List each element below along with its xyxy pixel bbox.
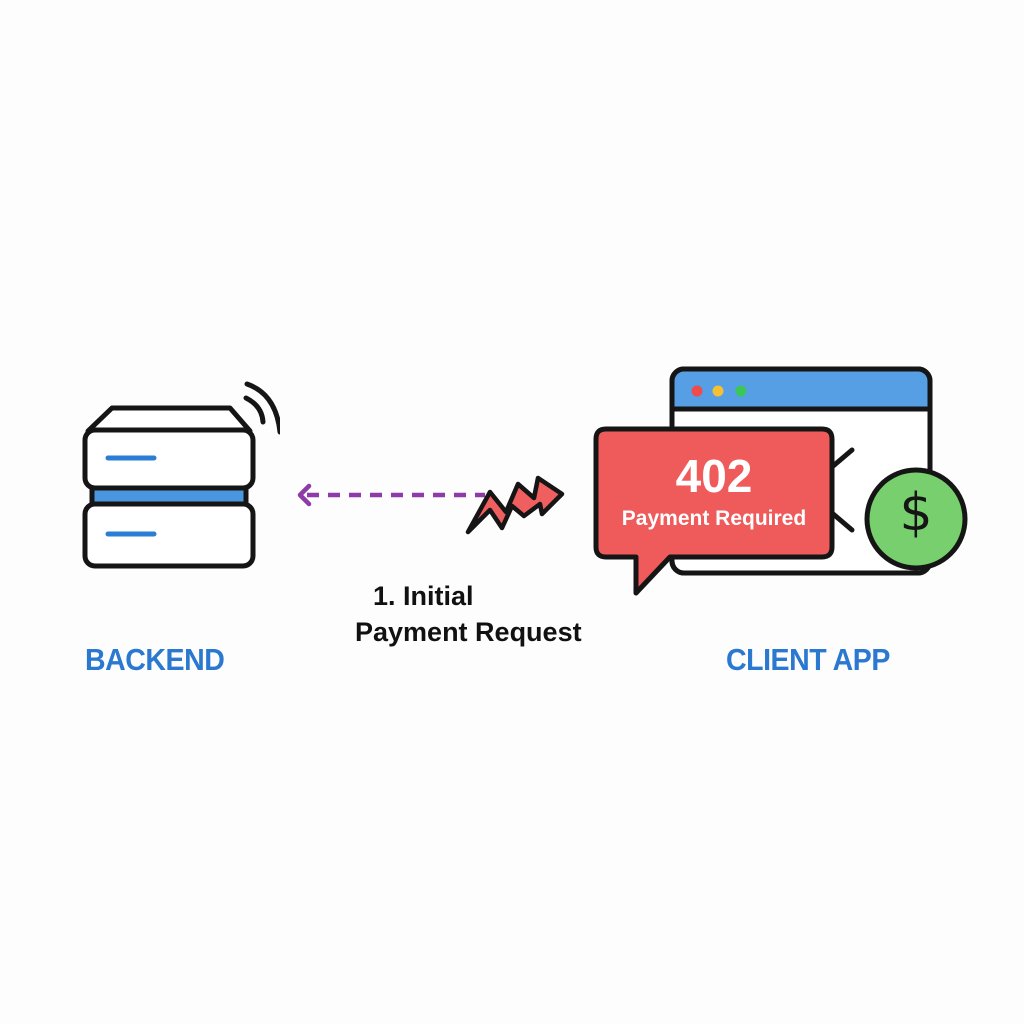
edge-label-line2: Payment Request — [355, 617, 582, 647]
window-dot-green — [735, 385, 747, 397]
client-node: 402 Payment Required $ — [590, 365, 980, 605]
browser-window-icon — [593, 366, 968, 596]
lightning-zigzag-arrow-icon — [465, 475, 565, 535]
request-arrow — [295, 480, 495, 510]
edge-label: 1. Initial Payment Request — [355, 578, 635, 650]
dashed-arrow-left-icon — [297, 483, 485, 507]
server-icon — [82, 381, 283, 569]
edge-label-line1: 1. Initial — [373, 581, 474, 611]
client-app-label: CLIENT APP — [726, 642, 890, 677]
backend-label: BACKEND — [85, 642, 225, 677]
status-message: Payment Required — [621, 507, 807, 530]
window-dot-red — [691, 385, 703, 397]
interrupt-lightning — [462, 470, 572, 540]
backend-node — [80, 370, 283, 570]
window-dot-yellow — [712, 385, 724, 397]
status-code: 402 — [675, 450, 753, 502]
dollar-icon: $ — [899, 483, 933, 543]
